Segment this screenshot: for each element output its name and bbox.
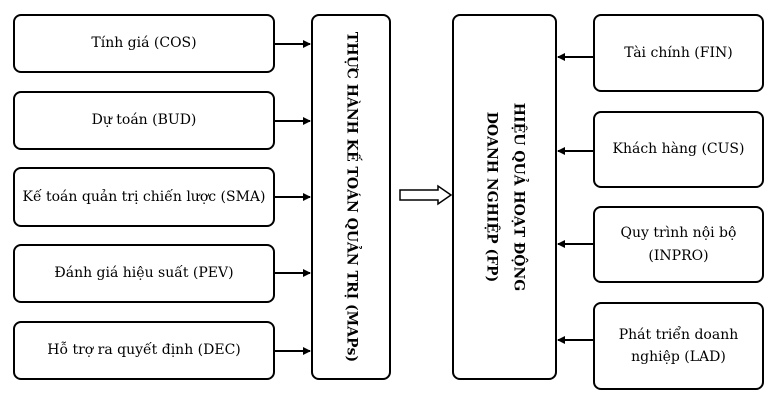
- box-lad: Phát triển doanh nghiệp (LAD): [593, 302, 764, 390]
- box-pev-label: Đánh giá hiệu suất (PEV): [54, 265, 234, 282]
- box-sma: Kế toán quản trị chiến lược (SMA): [13, 167, 275, 227]
- box-dec-label: Hỗ trợ ra quyết định (DEC): [47, 342, 241, 359]
- box-cus-label: Khách hàng (CUS): [612, 141, 745, 158]
- box-lad-label-line2: nghiệp (LAD): [631, 349, 726, 365]
- box-inpro: Quy trình nội bộ (INPRO): [593, 206, 764, 283]
- box-cus: Khách hàng (CUS): [593, 111, 764, 188]
- box-inpro-label-line1: Quy trình nội bộ: [620, 225, 737, 242]
- box-lad-label-line1: Phát triển doanh: [618, 326, 739, 343]
- box-dec: Hỗ trợ ra quyết định (DEC): [13, 321, 275, 380]
- box-cos-label: Tính giá (COS): [91, 35, 197, 52]
- box-inpro-label-line2: (INPRO): [648, 247, 709, 264]
- box-bud-label: Dự toán (BUD): [91, 112, 197, 129]
- box-maps: THỰC HÀNH KẾ TOÁN QUẢN TRỊ (MAPs): [311, 14, 391, 380]
- box-fp: HIỆU QUẢ HOẠT ĐỘNG DOANH NGHIỆP (FP): [452, 14, 557, 380]
- arrow-maps-to-fp: [399, 184, 453, 206]
- box-cos: Tính giá (COS): [13, 14, 275, 73]
- box-sma-label: Kế toán quản trị chiến lược (SMA): [22, 188, 266, 205]
- box-bud: Dự toán (BUD): [13, 91, 275, 150]
- box-fin-label: Tài chính (FIN): [624, 44, 733, 61]
- box-fin: Tài chính (FIN): [593, 14, 764, 92]
- box-pev: Đánh giá hiệu suất (PEV): [13, 244, 275, 303]
